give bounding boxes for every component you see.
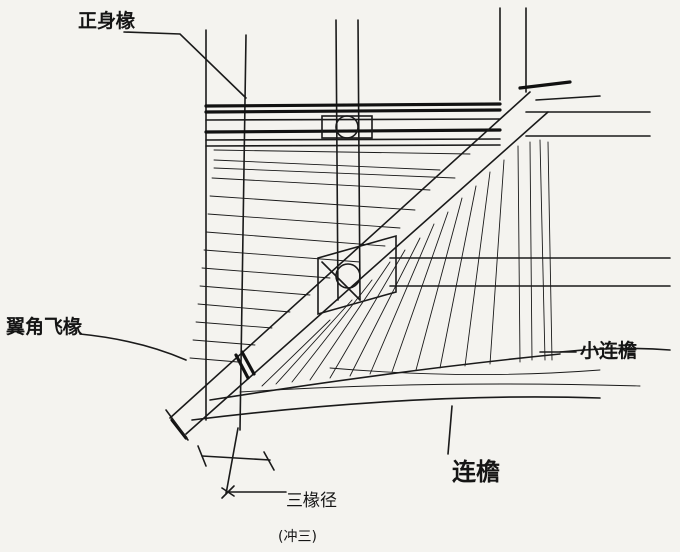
label-dimension: 三椽径 (286, 491, 337, 511)
vertical-posts (205, 7, 527, 431)
label-dimension-note: (冲三) (278, 529, 317, 545)
connectors (234, 115, 397, 380)
label-eave: 连檐 (452, 458, 500, 486)
diagonal-corner-beam (165, 80, 601, 441)
label-small-eave: 小连檐 (580, 340, 638, 362)
right-fan-rafters (261, 139, 553, 387)
left-fan-rafters (189, 149, 471, 363)
dimension-marker (197, 427, 287, 499)
label-corner-rafter: 翼角飞椽 (6, 316, 83, 338)
leader-lines (79, 31, 577, 455)
top-horizontal-beams (204, 102, 671, 287)
label-top-rafter: 正身椽 (78, 10, 136, 32)
eave-curves (191, 347, 671, 421)
